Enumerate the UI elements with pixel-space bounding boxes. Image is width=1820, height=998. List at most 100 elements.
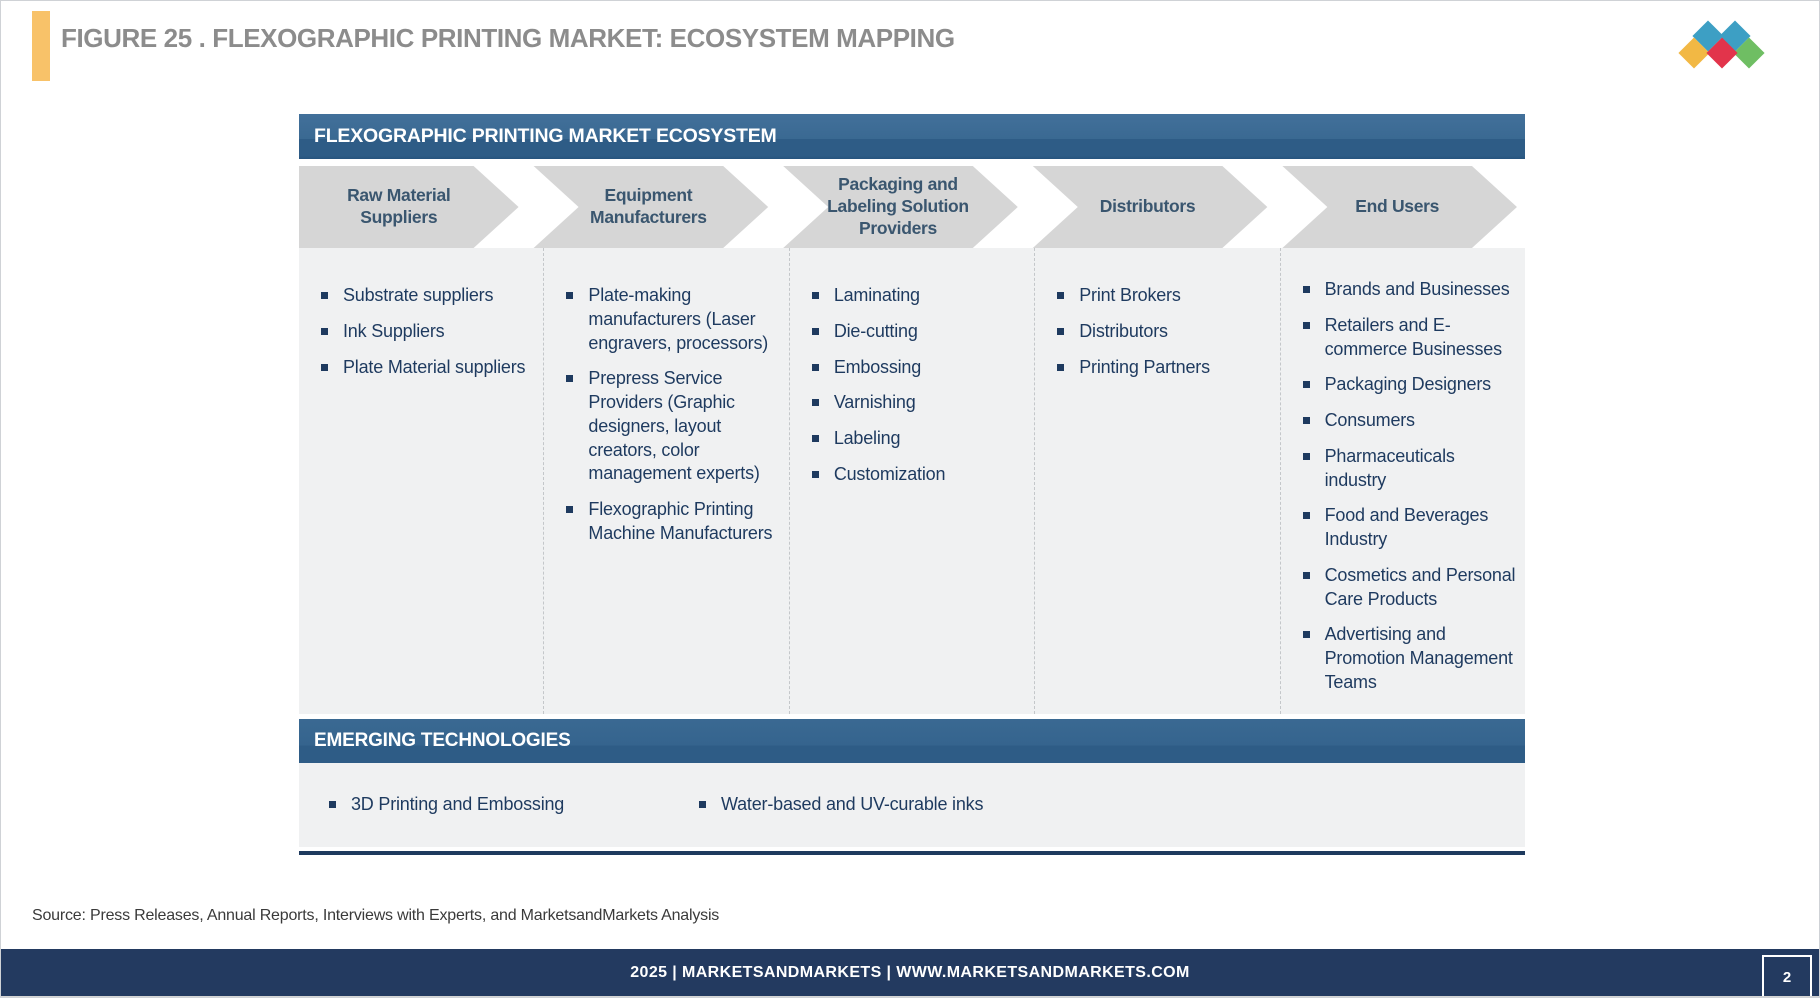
ecosystem-item: Water-based and UV-curable inks: [699, 793, 983, 817]
diagram-bottom-rule: [299, 851, 1525, 855]
item-text: Brands and Businesses: [1324, 279, 1510, 299]
bullet-square-icon: [1302, 512, 1310, 520]
ecosystem-item: Substrate suppliers: [321, 284, 535, 308]
ecosystem-item: Laminating: [811, 284, 1026, 308]
item-text: Consumers: [1324, 410, 1415, 430]
ecosystem-item: Advertising and Promotion Management Tea…: [1302, 623, 1517, 694]
marketsandmarkets-logo: [1651, 9, 1781, 79]
ecosystem-item: Cosmetics and Personal Care Products: [1302, 564, 1517, 612]
ecosystem-item: Plate Material suppliers: [321, 356, 535, 380]
bullet-square-icon: [811, 470, 819, 478]
bullet-square-icon: [1302, 417, 1310, 424]
emerging-technologies-list: 3D Printing and Embossing Water-based and…: [299, 763, 1525, 847]
bullet-square-icon: [321, 327, 328, 335]
ecosystem-diagram: FLEXOGRAPHIC PRINTING MARKET ECOSYSTEM R…: [299, 114, 1525, 855]
emerging-technologies-bar: EMERGING TECHNOLOGIES: [299, 719, 1525, 763]
title-accent-bar: [32, 11, 50, 81]
ecosystem-item: Prepress Service Providers (Graphic desi…: [566, 367, 780, 486]
item-text: Varnishing: [833, 392, 916, 413]
item-text: Printing Partners: [1079, 356, 1210, 377]
bullet-square-icon: [1302, 286, 1310, 293]
item-text: Customization: [833, 463, 946, 484]
chevron-row: Raw Material Suppliers Equipment Manufact…: [299, 166, 1525, 248]
diagram-title-bar: FLEXOGRAPHIC PRINTING MARKET ECOSYSTEM: [299, 114, 1525, 159]
stage-chevron-3: Packaging and Labeling Solution Provider…: [776, 166, 1026, 248]
bullet-square-icon: [329, 801, 336, 809]
item-text: Plate Material suppliers: [343, 356, 526, 377]
item-text: Advertising and Promotion Management Tea…: [1324, 624, 1513, 692]
item-text: Substrate suppliers: [343, 285, 494, 305]
stage-chevron-5: End Users: [1275, 166, 1525, 248]
diagram-title: FLEXOGRAPHIC PRINTING MARKET ECOSYSTEM: [314, 125, 777, 147]
stage-chevron-4: Distributors: [1026, 166, 1276, 248]
item-text: Laminating: [833, 285, 920, 305]
ecosystem-item: Retailers and E-commerce Businesses: [1302, 314, 1517, 362]
stage-header-label: End Users: [1355, 196, 1440, 217]
item-text: Pharmaceuticals industry: [1324, 445, 1455, 490]
bullet-square-icon: [699, 801, 706, 809]
item-text: Distributors: [1079, 320, 1168, 341]
stage-header-label: Raw Material Suppliers: [347, 185, 451, 227]
stage-column-2: Plate-making manufacturers (Laser engrav…: [544, 248, 790, 714]
bullet-square-icon: [1302, 452, 1310, 460]
bottom-edge-strip: [1, 996, 1819, 997]
ecosystem-item: Plate-making manufacturers (Laser engrav…: [566, 284, 780, 355]
bullet-square-icon: [321, 292, 328, 299]
bullet-square-icon: [811, 435, 819, 442]
footer-bar: 2025 | MARKETSANDMARKETS | WWW.MARKETSAN…: [1, 949, 1819, 997]
ecosystem-item: Distributors: [1057, 320, 1271, 344]
stage-chevron-1: Raw Material Suppliers: [299, 166, 527, 248]
item-text: Plate-making manufacturers (Laser engrav…: [588, 285, 769, 353]
bullet-square-icon: [811, 399, 819, 407]
item-text: Prepress Service Providers (Graphic desi…: [588, 368, 760, 484]
ecosystem-item: Packaging Designers: [1302, 373, 1517, 397]
bullet-square-icon: [1302, 571, 1310, 579]
bullet-square-icon: [1057, 363, 1065, 371]
emerging-technologies-title: EMERGING TECHNOLOGIES: [314, 730, 571, 751]
bullet-square-icon: [566, 506, 574, 513]
source-note: Source: Press Releases, Annual Reports, …: [32, 907, 720, 924]
ecosystem-item: Consumers: [1302, 409, 1517, 433]
bullet-square-icon: [1302, 381, 1310, 389]
stage-header-label: Equipment Manufacturers: [590, 185, 707, 227]
ecosystem-item: Flexographic Printing Machine Manufactur…: [566, 498, 780, 546]
item-text: 3D Printing and Embossing: [351, 794, 565, 815]
item-text: Water-based and UV-curable inks: [721, 794, 984, 815]
ecosystem-item: Customization: [811, 463, 1026, 487]
bullet-square-icon: [811, 327, 819, 335]
bullet-square-icon: [566, 375, 574, 383]
item-text: Cosmetics and Personal Care Products: [1324, 564, 1516, 609]
ecosystem-item: Embossing: [811, 356, 1026, 380]
bullet-square-icon: [811, 292, 819, 299]
ecosystem-item: Food and Beverages Industry: [1302, 504, 1517, 552]
ecosystem-item: Brands and Businesses: [1302, 278, 1517, 302]
item-text: Labeling: [833, 428, 901, 448]
ecosystem-item: 3D Printing and Embossing: [329, 793, 699, 817]
bullet-square-icon: [1302, 321, 1310, 329]
bullet-square-icon: [1302, 631, 1310, 639]
bullet-square-icon: [321, 363, 328, 371]
item-text: Packaging Designers: [1324, 374, 1491, 395]
ecosystem-item: Ink Suppliers: [321, 320, 535, 344]
stage-header-label: Distributors: [1099, 196, 1196, 217]
item-text: Food and Beverages Industry: [1324, 505, 1489, 549]
ecosystem-item: Die-cutting: [811, 320, 1026, 344]
ecosystem-item: Print Brokers: [1057, 284, 1271, 308]
item-text: Embossing: [833, 356, 922, 377]
item-text: Flexographic Printing Machine Manufactur…: [588, 499, 773, 543]
ecosystem-item: Varnishing: [811, 391, 1026, 415]
footer-text: 2025 | MARKETSANDMARKETS | WWW.MARKETSAN…: [630, 963, 1190, 981]
bullet-square-icon: [1057, 292, 1065, 299]
item-text: Retailers and E-commerce Businesses: [1324, 314, 1502, 359]
item-text: Die-cutting: [833, 320, 918, 341]
item-text: Print Brokers: [1079, 285, 1181, 305]
stage-header-label: Packaging and Labeling Solution Provider…: [827, 174, 969, 238]
ecosystem-item: Labeling: [811, 427, 1026, 451]
bullet-square-icon: [1057, 327, 1065, 335]
item-text: Ink Suppliers: [343, 320, 445, 341]
ecosystem-item: Printing Partners: [1057, 356, 1271, 380]
